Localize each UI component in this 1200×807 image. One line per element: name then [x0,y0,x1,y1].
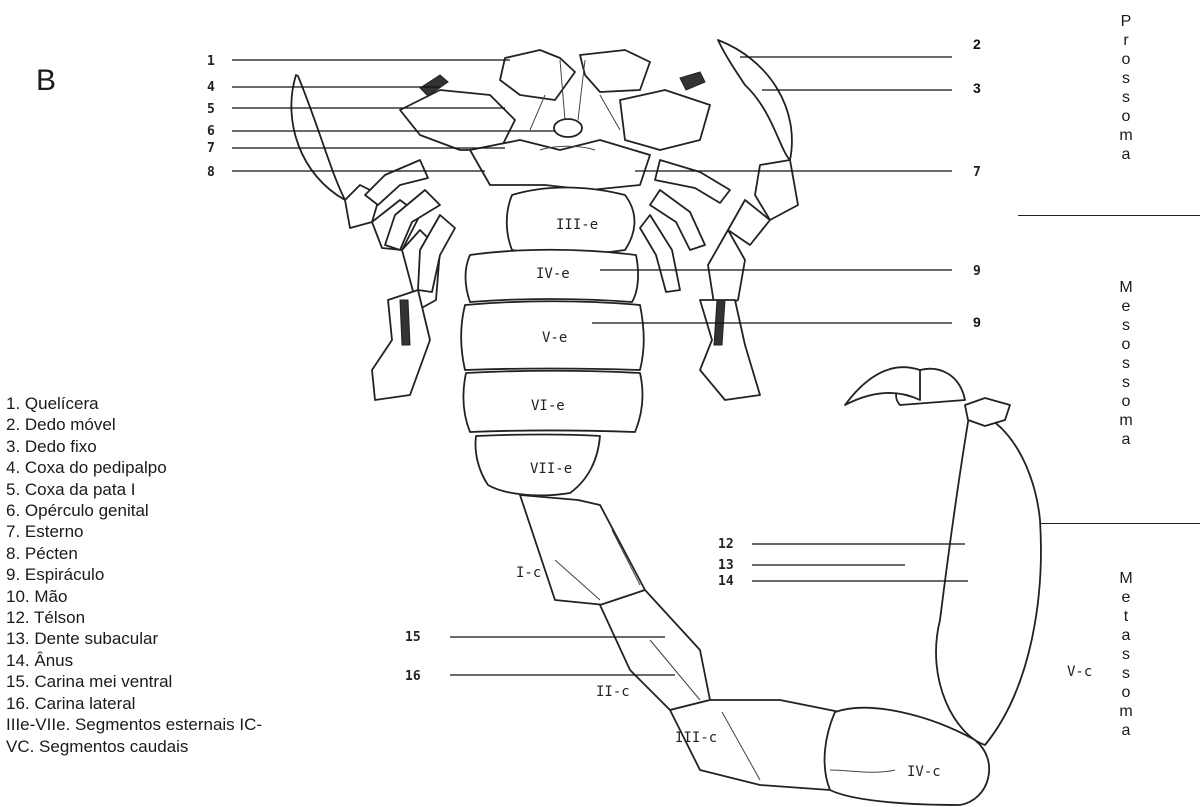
label-number: 9 [973,264,981,279]
label-number: 12 [718,537,734,552]
label-number: 7 [973,165,981,180]
label-number: 8 [207,165,215,180]
label-number: 6 [207,124,215,139]
right-pedipalp [700,40,798,400]
label-number: 2 [973,36,981,52]
segment-label: V-c [1067,664,1092,680]
label-number: 9 [973,314,981,330]
segment-label: VI-e [531,398,565,414]
label-number: 15 [405,630,421,645]
segment-label: V-e [542,330,567,346]
segment-label: III-e [556,217,598,233]
label-number: 1 [207,54,215,69]
segment-label: VII-e [530,461,572,477]
segment-label: II-c [596,684,630,700]
label-number: 3 [973,80,981,96]
segment-label: I-c [516,565,541,581]
segment-label: III-c [675,730,717,746]
label-number: 5 [207,102,215,117]
label-number: 4 [207,80,215,95]
segment-label: IV-e [536,266,570,282]
label-number: 13 [718,558,734,573]
label-number: 7 [207,141,215,156]
label-number: 16 [405,669,421,684]
label-number: 14 [718,574,734,589]
segment-label: IV-c [907,764,941,780]
metasoma [520,367,1041,805]
